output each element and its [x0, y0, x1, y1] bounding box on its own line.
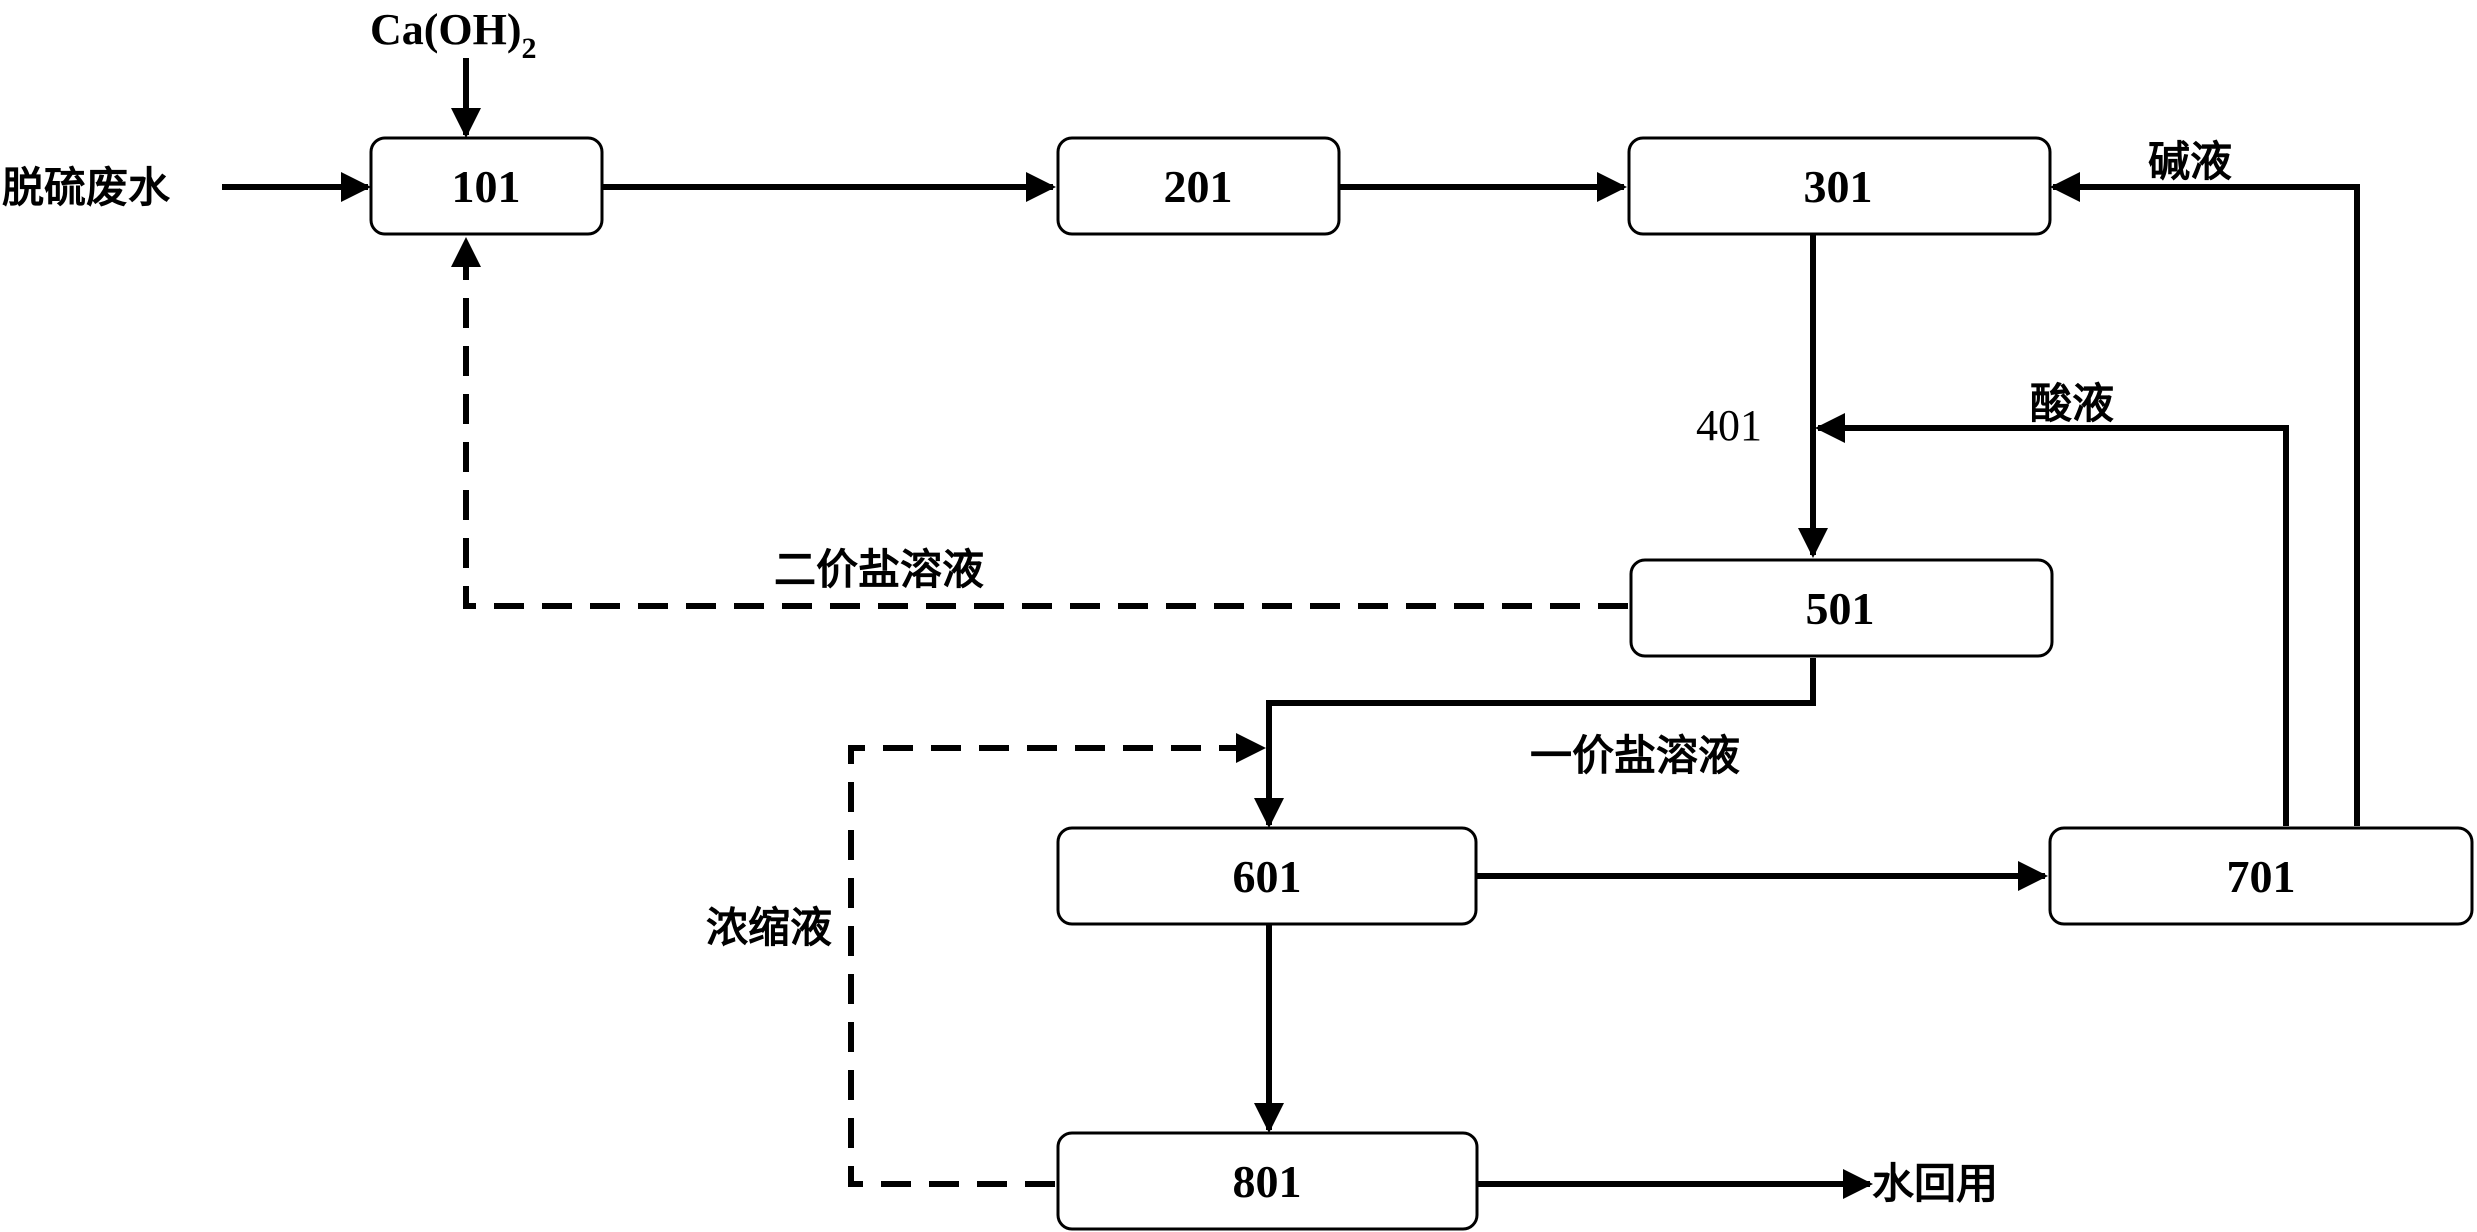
- unit-label-801: 801: [1233, 1156, 1302, 1207]
- unit-label-701: 701: [2227, 851, 2296, 902]
- unit-label-201: 201: [1164, 161, 1233, 212]
- dashed-connectors: [451, 237, 1628, 1187]
- solid-connectors: [222, 58, 2360, 1199]
- unit-box-501[interactable]: 501: [1629, 558, 2054, 658]
- unit-label-501: 501: [1806, 583, 1875, 634]
- alkali-label: 碱液: [2148, 137, 2232, 186]
- unit-box-301[interactable]: 301: [1627, 136, 2052, 236]
- acid-label: 酸液: [2030, 379, 2114, 428]
- divalent-salt-label: 二价盐溶液: [774, 545, 984, 594]
- unit-label-301: 301: [1804, 161, 1873, 212]
- unit-label-401: 401: [1696, 401, 1762, 450]
- unit-box-101[interactable]: 101: [369, 136, 604, 236]
- unit-label-601: 601: [1233, 851, 1302, 902]
- dashed-501-to-101: [451, 237, 1628, 609]
- dashed-801-to-601: [848, 733, 1266, 1187]
- water-reuse-label: 水回用: [1872, 1159, 1998, 1208]
- unit-label-101: 101: [452, 161, 521, 212]
- concentrate-label: 浓缩液: [706, 903, 832, 952]
- unit-box-701[interactable]: 701: [2048, 826, 2474, 926]
- inlet-label: 脱硫废水: [2, 163, 171, 212]
- arrow-701-acid-to-401: [1815, 413, 2289, 826]
- unit-box-801[interactable]: 801: [1056, 1131, 1479, 1231]
- reagent-label: Ca(OH)2: [370, 5, 537, 65]
- reagent-main: Ca(OH): [370, 5, 522, 54]
- monovalent-salt-label: 一价盐溶液: [1530, 731, 1740, 780]
- arrow-501-to-601: [1254, 658, 1816, 828]
- unit-box-601[interactable]: 601: [1056, 826, 1478, 926]
- arrow-701-alkali-to-301: [2050, 172, 2360, 826]
- unit-box-201[interactable]: 201: [1056, 136, 1341, 236]
- reagent-subscript: 2: [522, 32, 537, 65]
